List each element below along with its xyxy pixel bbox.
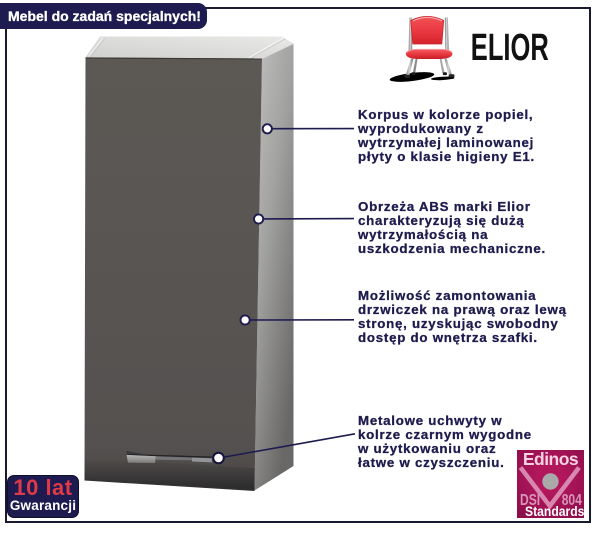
svg-text:ELIOR: ELIOR bbox=[471, 26, 549, 68]
